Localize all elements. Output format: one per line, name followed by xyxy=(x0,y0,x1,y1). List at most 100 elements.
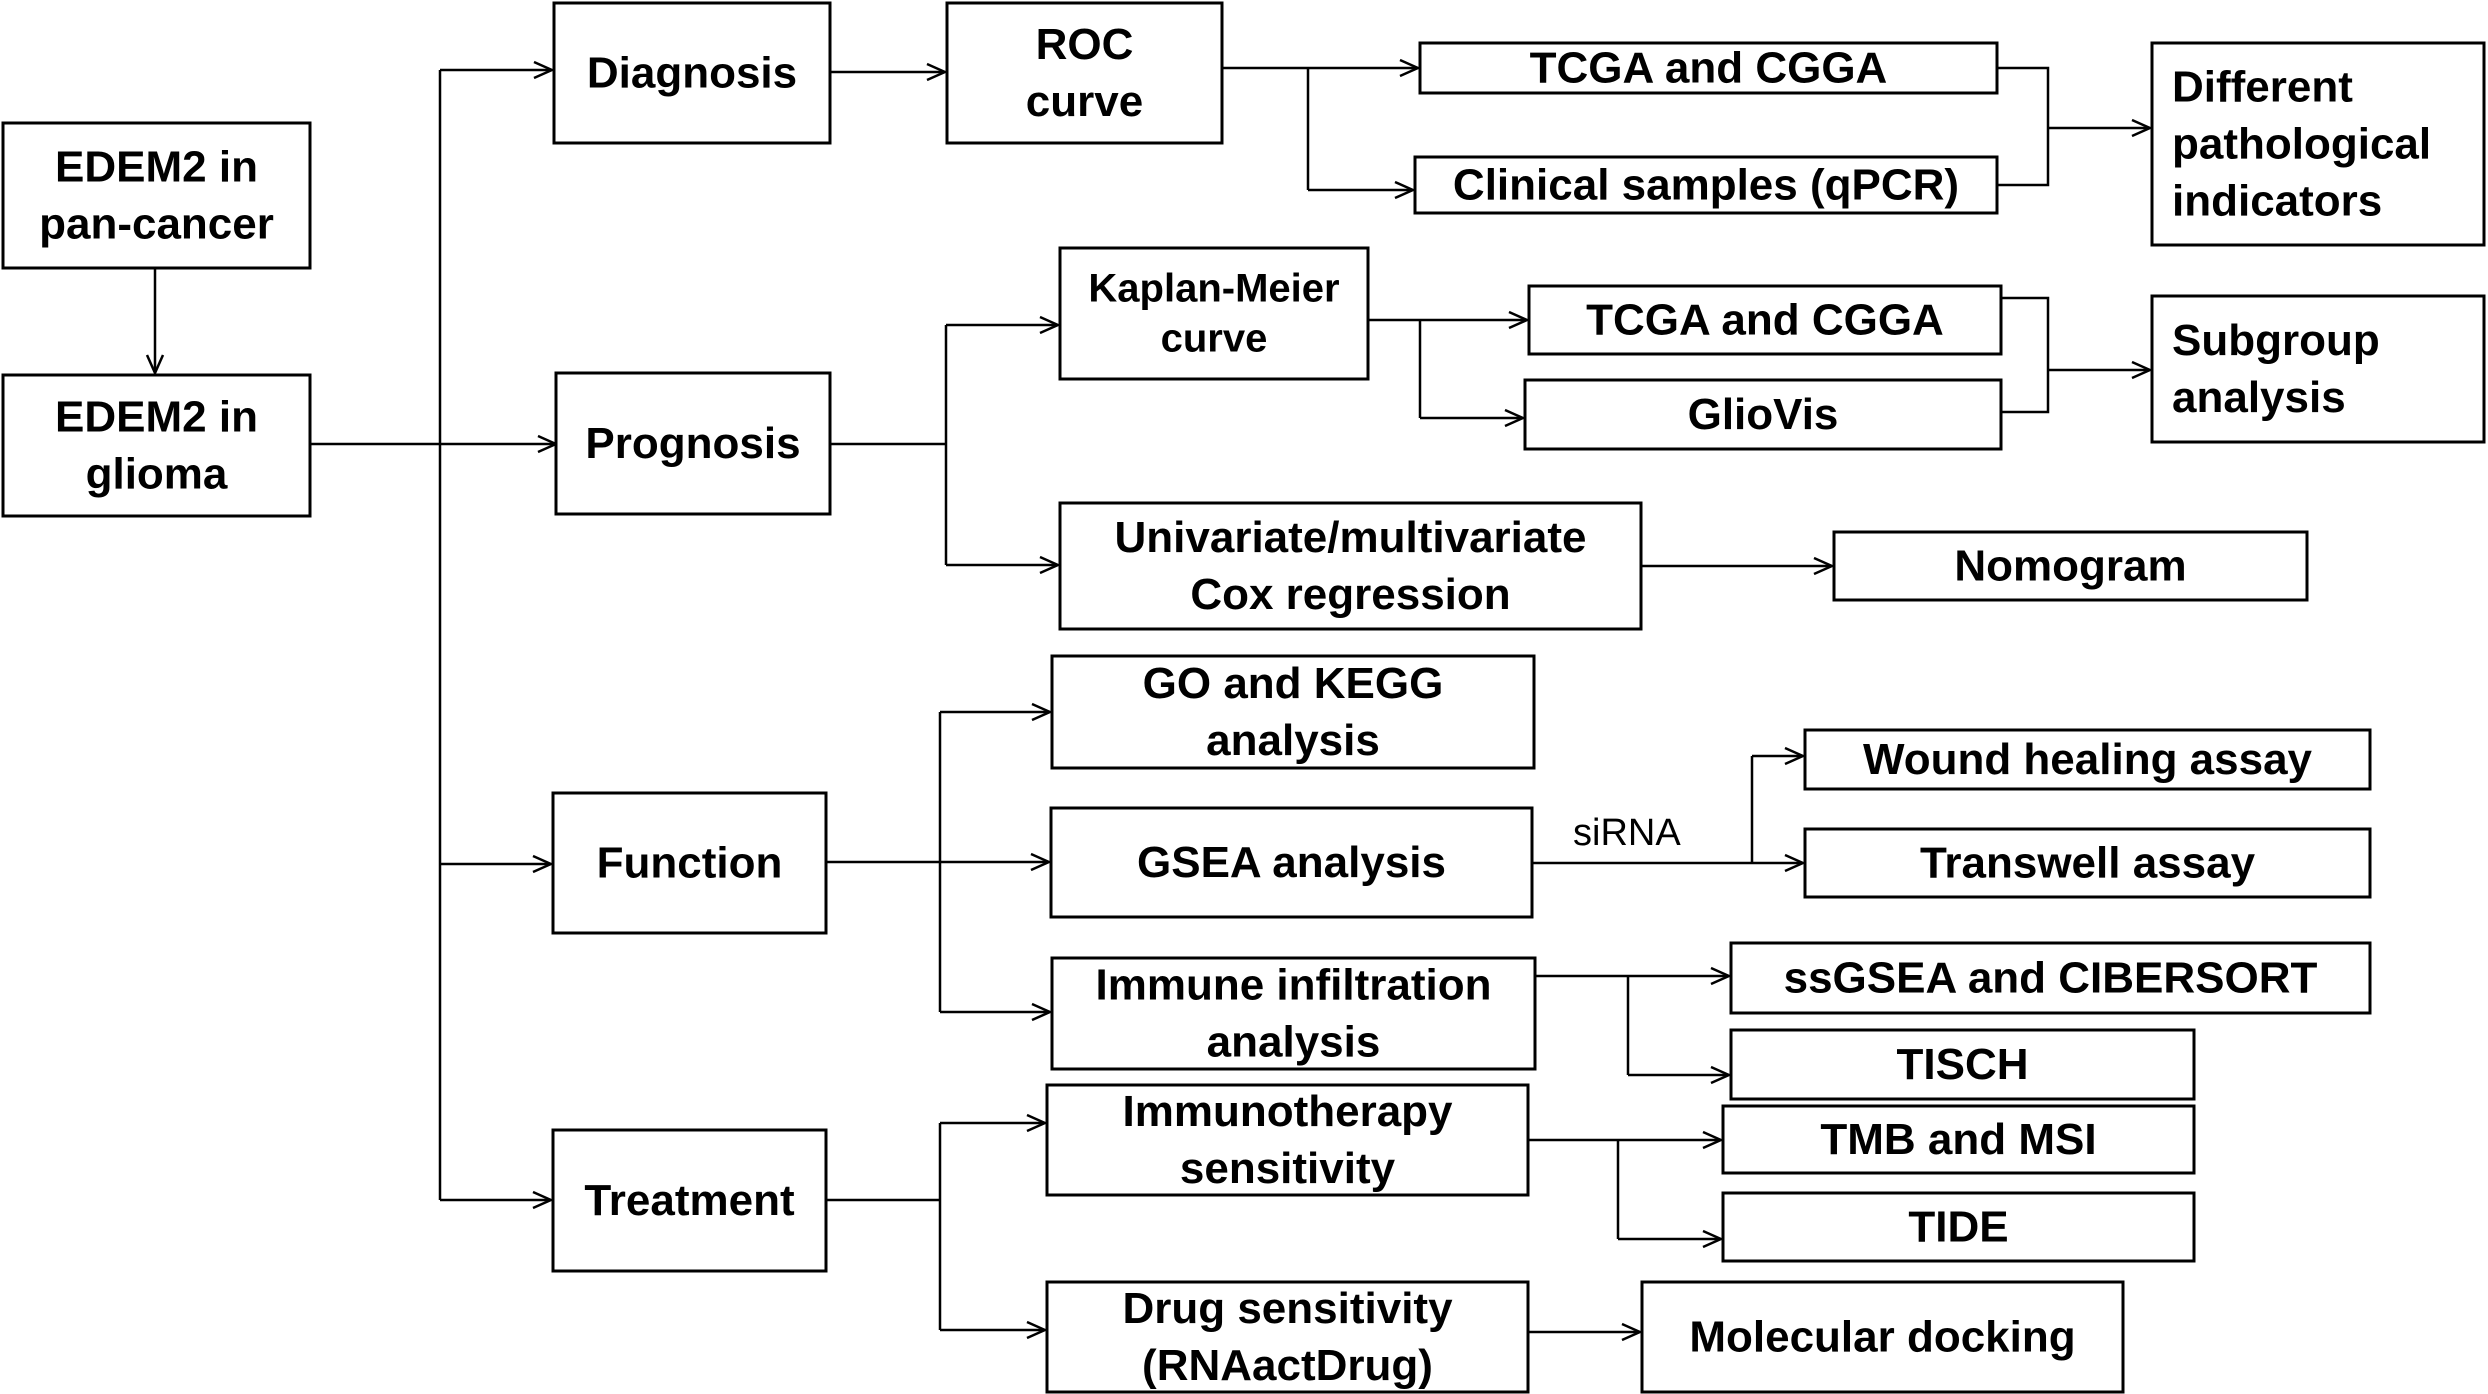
node-label-line: Wound healing assay xyxy=(1863,735,2313,784)
node-box xyxy=(2150,294,2486,444)
node-immunotherapy: Immunotherapy sensitivity xyxy=(1045,1083,1530,1197)
node-treatment: Treatment xyxy=(551,1128,828,1273)
node-box xyxy=(1803,827,2372,899)
edge-immunotherapy-split xyxy=(1528,1138,1620,1239)
node-label-line: TIDE xyxy=(1908,1203,2008,1252)
node-go-kegg: GO and KEGG analysis xyxy=(1050,654,1536,770)
node-diagnosis: Diagnosis xyxy=(552,1,832,145)
node-box xyxy=(1803,728,2372,791)
node-label-line: glioma xyxy=(86,450,228,499)
node-box xyxy=(1058,246,1370,381)
node-tcga-cgga-2: TCGA and CGGA xyxy=(1527,284,2003,356)
node-label-line: Diagnosis xyxy=(587,49,797,98)
node-label-line: TISCH xyxy=(1897,1040,2029,1089)
node-prognosis: Prognosis xyxy=(554,371,832,516)
node-label-line: GO and KEGG xyxy=(1143,659,1444,708)
node-box xyxy=(1413,155,1999,215)
edge-immune-split xyxy=(1535,974,1630,1075)
node-wound: Wound healing assay xyxy=(1803,728,2372,791)
node-box xyxy=(1045,1280,1530,1394)
node-box xyxy=(551,1128,828,1273)
node-drug: Drug sensitivity (RNAactDrug) xyxy=(1045,1280,1530,1394)
edge-km-split xyxy=(1368,318,1422,418)
node-label-line: sensitivity xyxy=(1180,1144,1396,1193)
node-label-line: indicators xyxy=(2172,177,2382,226)
connectors: siRNA xyxy=(155,68,2150,1332)
node-box xyxy=(1,373,312,518)
node-label-line: ssGSEA and CIBERSORT xyxy=(1784,954,2318,1003)
node-label-line: curve xyxy=(1161,317,1268,361)
node-transwell: Transwell assay xyxy=(1803,827,2372,899)
node-docking: Molecular docking xyxy=(1640,1280,2125,1394)
node-label-line: analysis xyxy=(1206,716,1380,765)
node-tide: TIDE xyxy=(1721,1191,2196,1263)
node-box xyxy=(552,1,832,145)
node-box xyxy=(551,791,828,935)
node-label-line: ROC xyxy=(1036,20,1134,69)
node-label-line: Clinical samples (qPCR) xyxy=(1453,161,1959,210)
node-label-line: GSEA analysis xyxy=(1137,838,1446,887)
node-box xyxy=(1,121,312,270)
node-label-line: Subgroup xyxy=(2172,316,2380,365)
node-ssgsea: ssGSEA and CIBERSORT xyxy=(1729,941,2372,1015)
node-label-line: Immunotherapy xyxy=(1122,1087,1453,1136)
node-label-line: Treatment xyxy=(584,1176,795,1225)
node-box xyxy=(1050,956,1537,1071)
node-box xyxy=(945,1,1224,145)
node-box xyxy=(554,371,832,516)
edge-roc-split xyxy=(1222,66,1310,190)
node-label-line: pan-cancer xyxy=(39,200,274,249)
edge-gsea-sirna xyxy=(1532,756,1754,865)
node-label-line: analysis xyxy=(1207,1018,1381,1067)
node-subgroup: Subgroup analysis xyxy=(2150,294,2486,444)
node-box xyxy=(1721,1191,2196,1263)
edge-label-sirna: siRNA xyxy=(1573,812,1681,854)
node-label-line: Kaplan-Meier xyxy=(1088,267,1339,311)
node-tmb: TMB and MSI xyxy=(1721,1104,2196,1175)
node-function: Function xyxy=(551,791,828,935)
node-box xyxy=(1523,378,2003,451)
node-km: Kaplan-Meier curve xyxy=(1058,246,1370,381)
node-box xyxy=(1050,654,1536,770)
node-label-line: EDEM2 in xyxy=(55,393,258,442)
node-label-line: pathological xyxy=(2172,120,2431,169)
node-box xyxy=(1729,941,2372,1015)
node-label-line: (RNAactDrug) xyxy=(1142,1341,1433,1390)
node-tisch: TISCH xyxy=(1729,1028,2196,1101)
node-label-line: Drug sensitivity xyxy=(1122,1284,1453,1333)
node-label-line: EDEM2 in xyxy=(55,143,258,192)
node-box xyxy=(1527,284,2003,356)
edge-prognosis-merge xyxy=(2001,296,2150,414)
node-pan-cancer: EDEM2 in pan-cancer xyxy=(1,121,312,270)
node-gsea: GSEA analysis xyxy=(1049,806,1534,919)
node-label-line: TCGA and CGGA xyxy=(1586,296,1944,345)
node-box xyxy=(1045,1083,1530,1197)
node-label-line: analysis xyxy=(2172,373,2346,422)
node-label-line: Immune infiltration xyxy=(1096,961,1492,1010)
node-label-line: Cox regression xyxy=(1190,570,1510,619)
node-nomogram: Nomogram xyxy=(1832,530,2309,602)
node-box xyxy=(1832,530,2309,602)
edge-diagnosis-merge xyxy=(1997,66,2150,187)
node-label-line: GlioVis xyxy=(1688,390,1839,439)
node-tcga-cgga-1: TCGA and CGGA xyxy=(1418,41,1999,95)
node-immune-inf: Immune infiltration analysis xyxy=(1050,956,1537,1071)
edge-glioma-trunk xyxy=(310,70,442,1200)
node-glioma: EDEM2 in glioma xyxy=(1,373,312,518)
node-box xyxy=(1049,806,1534,919)
node-label-line: TMB and MSI xyxy=(1820,1115,2096,1164)
node-label-line: Transwell assay xyxy=(1920,839,2256,888)
node-label-line: TCGA and CGGA xyxy=(1530,44,1888,93)
node-box xyxy=(1640,1280,2125,1394)
node-gliovis: GlioVis xyxy=(1523,378,2003,451)
node-box xyxy=(1058,501,1643,631)
edge-treatment-split xyxy=(826,1123,942,1330)
edge-prognosis-split xyxy=(830,325,948,565)
node-label-line: Prognosis xyxy=(585,419,800,468)
node-box xyxy=(1418,41,1999,95)
node-label-line: Different xyxy=(2172,63,2353,112)
